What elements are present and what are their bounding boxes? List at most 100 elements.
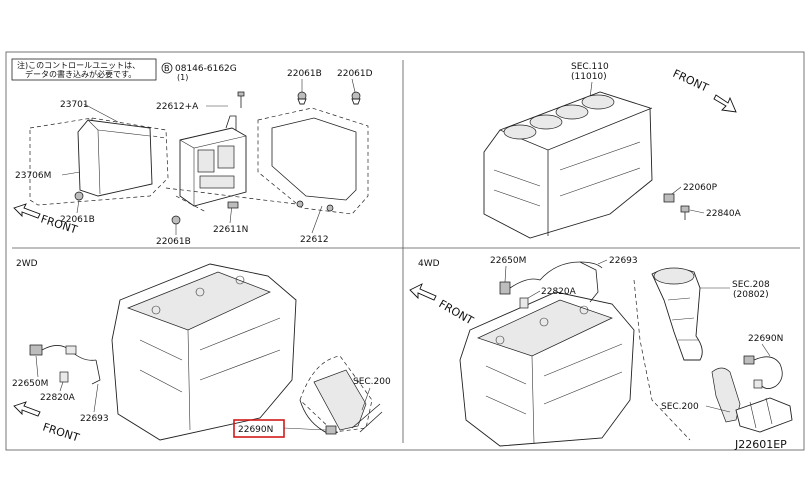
bolt-prefix: B <box>164 64 170 73</box>
label-sensor-bolt: 22840A <box>706 209 742 219</box>
note-box <box>11 58 157 81</box>
front-arrow-icon <box>13 401 41 417</box>
engine-bolt-icon <box>195 287 205 297</box>
sensor-lead-2wd <box>91 359 101 385</box>
sensor-clip-icon <box>499 281 511 295</box>
highlight-box <box>233 419 285 438</box>
sensor-harness-4wd <box>509 261 603 289</box>
label-sensor-clip-2wd: 22650M <box>12 379 48 389</box>
label-sec-208: SEC.208 <box>732 280 770 290</box>
engine-cover-2wd <box>127 271 271 331</box>
dash-link-4wd <box>633 279 691 441</box>
front-label: FRONT <box>41 420 81 444</box>
label-ecu: 23701 <box>60 100 89 110</box>
clip-icon <box>351 91 361 105</box>
clip-icon <box>297 91 307 105</box>
block-ribs <box>493 141 641 207</box>
label-sensor-wire-4wd: 22693 <box>609 256 638 266</box>
label-sensor-clip-4wd: 22650M <box>490 256 526 266</box>
engine-bolt-icon <box>539 317 549 327</box>
dash-link-1 <box>165 187 297 205</box>
engine-bolt-icon <box>235 275 245 285</box>
label-bracket: 22612+A <box>156 102 199 112</box>
front-arrow-icon <box>13 203 41 219</box>
leader-knock-sensor <box>671 186 682 195</box>
label-knock-sensor: 22060P <box>683 183 718 193</box>
four-wd-quadrant: 4WD 22650M 22820A 22693 FRONT SEC.208 (2… <box>409 256 793 451</box>
block-quadrant: SEC.110 (11010) 22060P 22840A FRONT <box>483 62 742 239</box>
label-bracket-plate: 22612 <box>300 235 329 245</box>
ecu-box-top <box>97 129 151 137</box>
label-sec-208-sub: (20802) <box>733 290 769 300</box>
dash-link-2 <box>175 195 207 213</box>
engine-bolt-icon <box>579 305 589 315</box>
note-line-2: データの書き込みが必要です。 <box>25 69 136 79</box>
two-wd-quadrant: 2WD 22650M 22820A 22693 FRONT SEC.200 <box>12 259 391 445</box>
label-bolt-code: 08146-6162G <box>175 64 237 74</box>
ecu-cover-outline <box>29 117 169 206</box>
label-sec-200-4wd: SEC.200 <box>661 402 699 412</box>
leader-sensor-wire-4wd <box>597 259 608 265</box>
sensor-clip-icon <box>29 344 43 356</box>
cylinder-bore-4 <box>581 94 615 110</box>
bracket-plate-outline <box>257 107 369 215</box>
connector-icon <box>753 379 763 389</box>
ecu-connector-1 <box>197 149 215 173</box>
sensor-connector-icon <box>65 345 77 355</box>
label-sec-110: SEC.110 <box>571 62 609 72</box>
diagram-id: J22601EP <box>734 438 787 451</box>
label-ecu-harness: 22611N <box>213 225 248 235</box>
catalyst-2wd <box>313 369 367 431</box>
catalyst-ribs <box>749 397 773 429</box>
bolt-icon <box>680 205 690 220</box>
engine-detail-2wd <box>139 317 281 431</box>
title-4wd: 4WD <box>418 259 440 269</box>
o2-harness-4wd <box>753 356 783 389</box>
clip-icon <box>171 215 181 225</box>
knock-sensor-icon <box>663 193 675 203</box>
ecu-box <box>77 119 153 197</box>
front-arrow-icon <box>713 94 737 113</box>
leader-o2-sensor-4wd <box>761 343 771 357</box>
cylinder-bore-2 <box>529 114 563 130</box>
leader-ecu <box>83 103 119 123</box>
ecu-quadrant: 注)このコントロールユニットは、 データの書き込みが必要です。 B 08146-… <box>11 58 373 247</box>
exhaust-pipe-2wd <box>351 403 383 433</box>
label-clip-top-a: 22061B <box>287 69 322 79</box>
front-label: FRONT <box>437 297 476 327</box>
label-o2-sensor-2wd[interactable]: 22690N <box>238 425 273 435</box>
label-bolt-qty: (1) <box>177 73 188 82</box>
plate-bolt-icon <box>326 204 334 212</box>
engine-bolt-icon <box>495 335 505 345</box>
leader-sensor-bolt <box>689 209 705 214</box>
sensor-lead-4wd <box>579 261 599 303</box>
manifold-ribs <box>667 297 698 341</box>
label-sec-200-2wd: SEC.200 <box>353 377 391 387</box>
engine-bolt-icon <box>151 305 161 315</box>
plate-bolt-icon <box>296 200 304 208</box>
leader-sec-200-4wd <box>705 405 731 413</box>
engine-detail-4wd <box>485 343 623 445</box>
label-sensor-wire-2wd: 22693 <box>80 414 109 424</box>
harness-clip-icon <box>227 201 239 209</box>
leader-clip-top-b <box>351 78 356 93</box>
bracket-tab <box>225 115 237 130</box>
label-o2-sensor-4wd: 22690N <box>748 334 783 344</box>
front-label: FRONT <box>671 67 711 95</box>
title-2wd: 2WD <box>16 259 38 269</box>
bracket-plate-inner <box>271 117 357 201</box>
exhaust-pipe-4wd <box>711 367 741 423</box>
ecu-connector-2 <box>217 145 235 169</box>
connector-icon <box>59 371 69 383</box>
label-clip-bottom: 22061B <box>156 237 191 247</box>
ecu-connector-3 <box>199 175 235 189</box>
leader-sensor-clip-2wd <box>35 355 39 378</box>
leader-cover <box>61 171 81 176</box>
leader-connector-4wd <box>527 290 541 299</box>
leader-sensor-clip-4wd <box>504 265 507 283</box>
catalyst-4wd <box>735 397 793 433</box>
bolt-icon <box>237 91 245 108</box>
leader-connector-2wd <box>59 381 64 392</box>
cylinder-bore-1 <box>503 124 537 140</box>
